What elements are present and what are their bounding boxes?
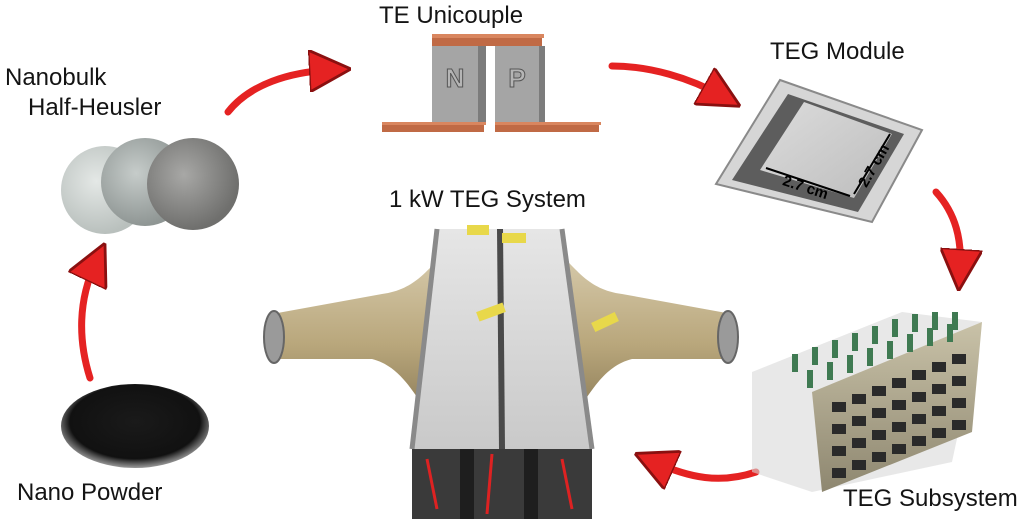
nanobulk-label-line2: Half-Heusler <box>28 94 162 121</box>
n-leg-label: N <box>446 63 465 93</box>
teg-module-image: 2.7 cm 2.7 cm <box>714 78 924 224</box>
teg-system-label: 1 kW TEG System <box>389 186 586 213</box>
unicouple-image: N P <box>382 34 601 132</box>
nanobulk-label-line1: Nanobulk <box>5 64 107 91</box>
teg-subsystem-label: TEG Subsystem <box>843 485 1018 512</box>
nano-powder-image <box>61 384 209 468</box>
unicouple-label: TE Unicouple <box>379 2 524 29</box>
nanobulk-discs-image <box>61 138 239 234</box>
teg-module-label: TEG Module <box>770 38 905 65</box>
teg-system-image <box>263 225 739 519</box>
p-leg-label: P <box>508 63 525 93</box>
nano-powder-label: Nano Powder <box>17 479 163 506</box>
teg-subsystem-image <box>752 312 982 492</box>
